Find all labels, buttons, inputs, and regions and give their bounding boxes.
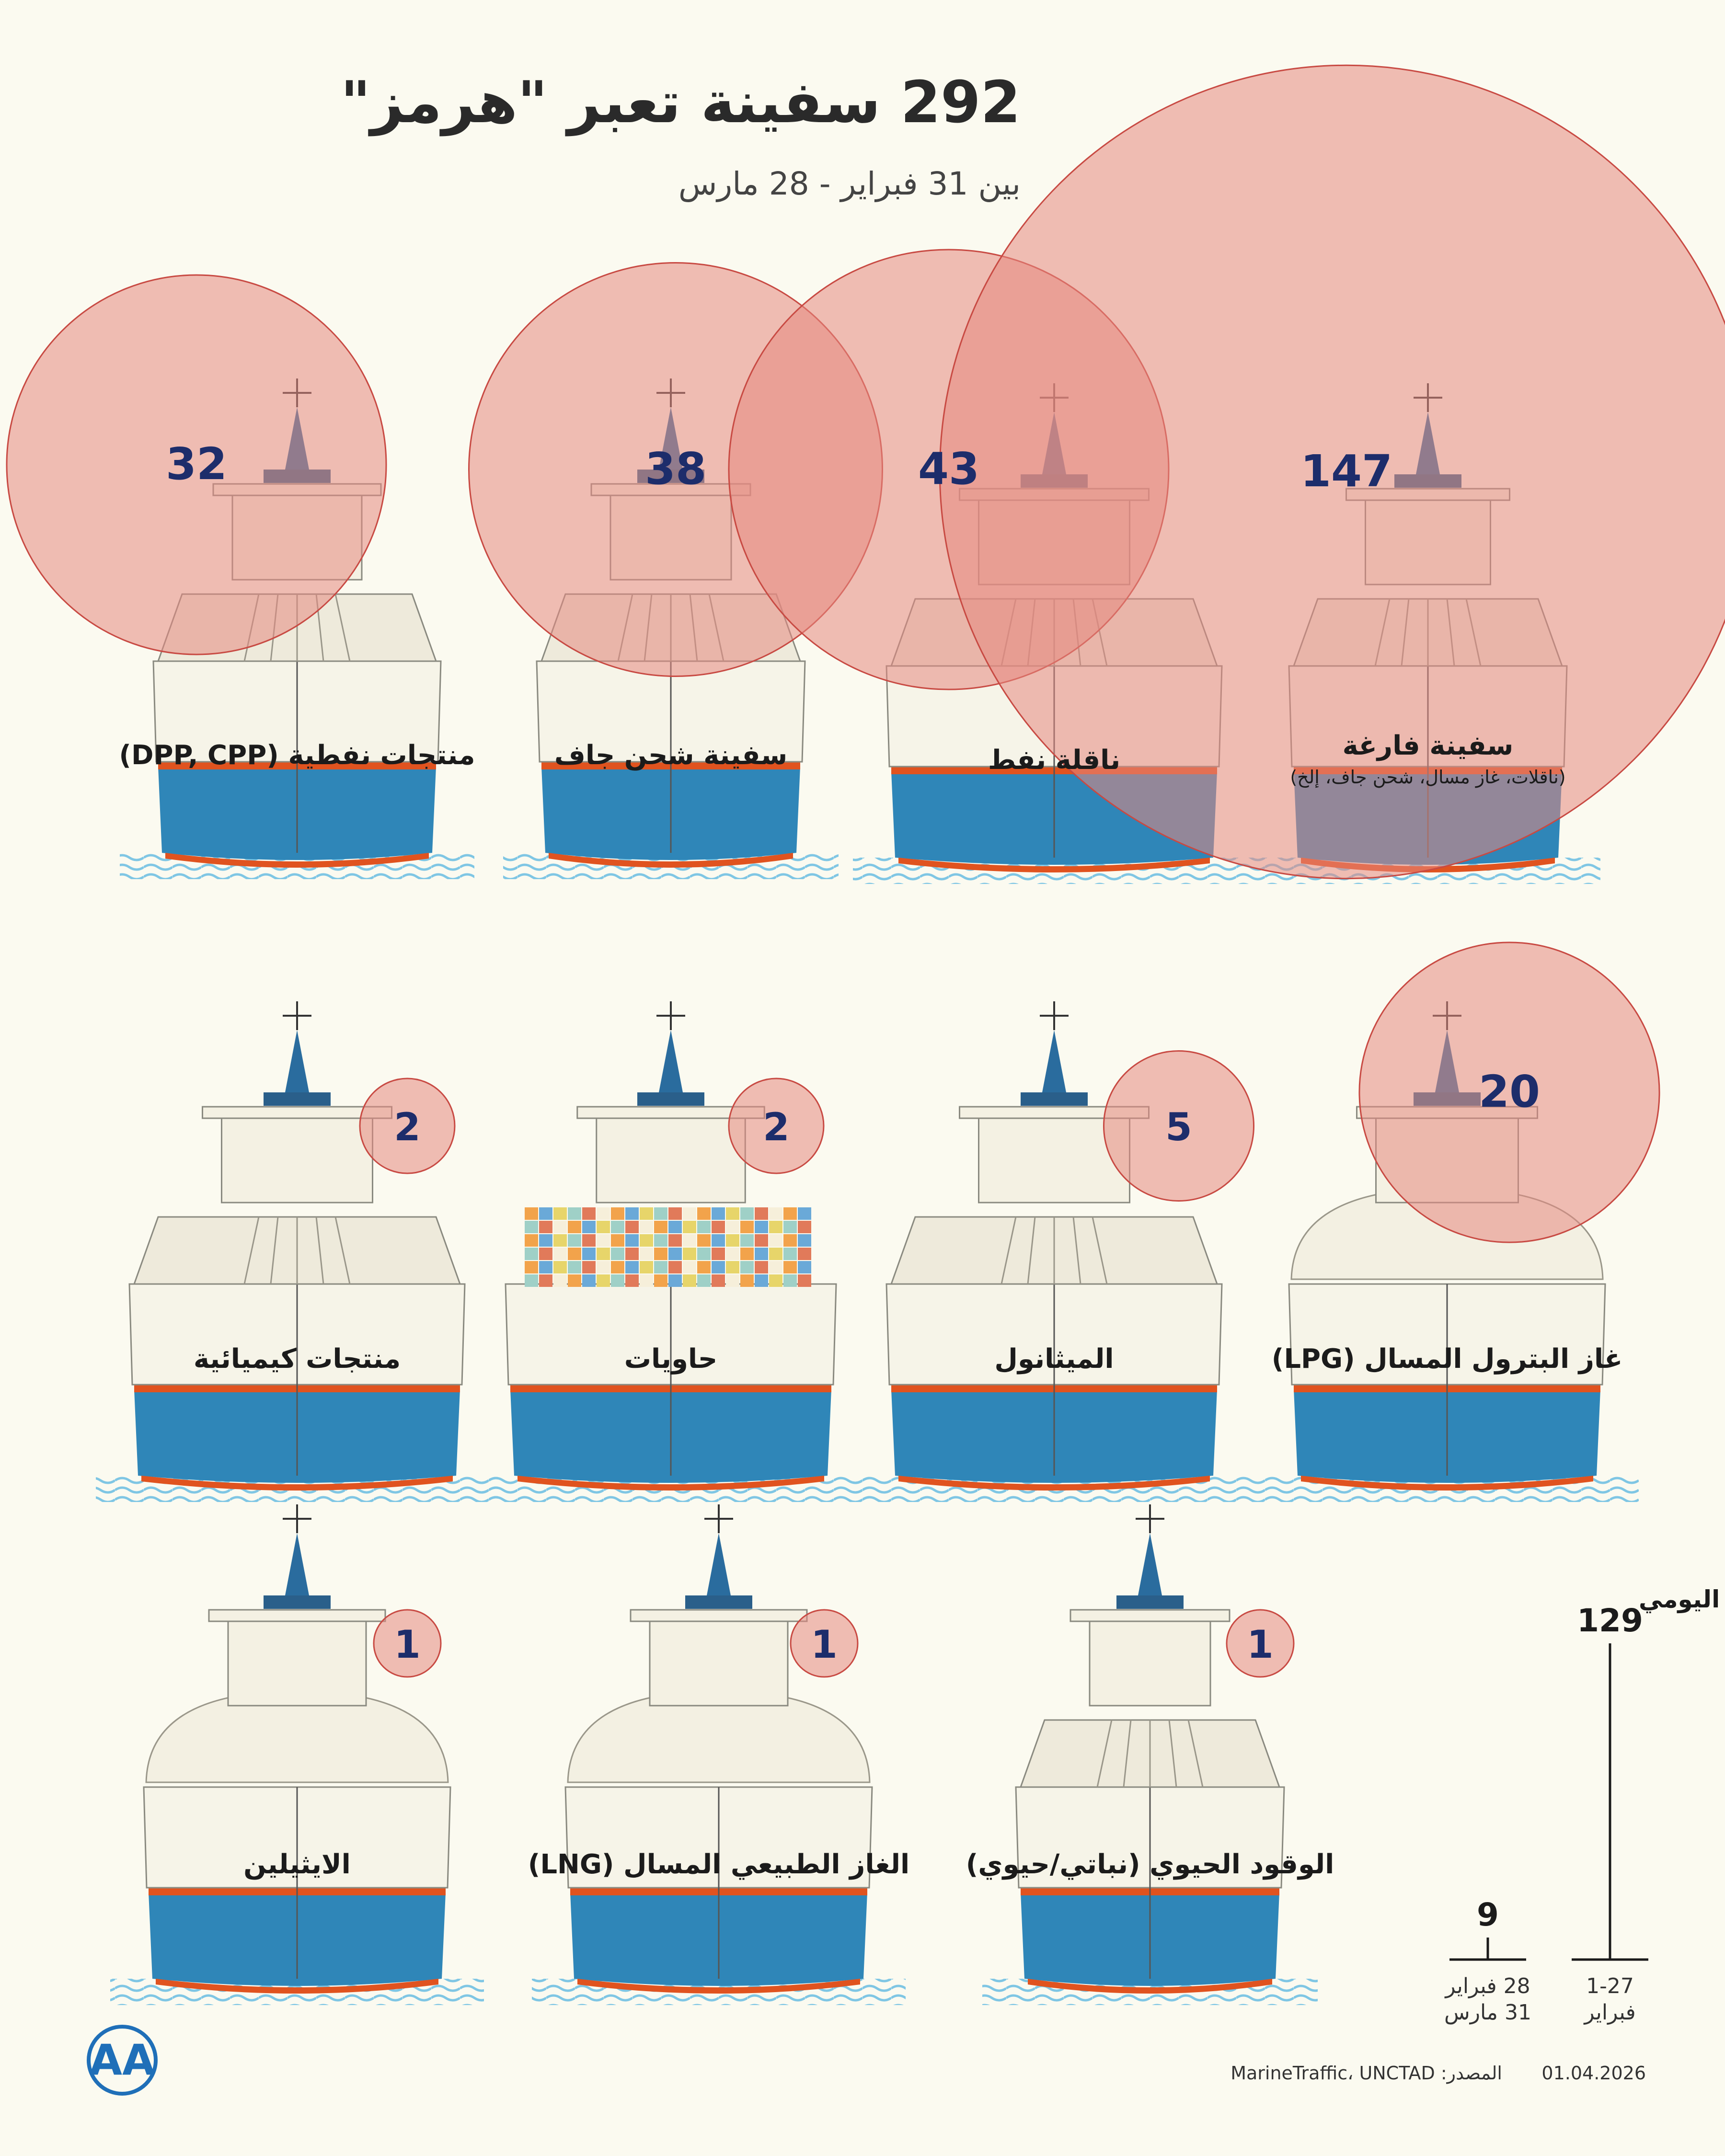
category-label: الايثيلين	[243, 1849, 351, 1880]
value-bubble	[373, 1609, 442, 1678]
hull-keel	[165, 853, 429, 868]
hull-keel	[577, 1979, 860, 1994]
superstructure	[221, 1111, 373, 1204]
superstructure	[596, 1111, 746, 1204]
value-label: 1	[1247, 1622, 1274, 1667]
value-label: 38	[645, 443, 706, 494]
hull-keel	[156, 1979, 438, 1994]
value-bubble	[728, 1078, 825, 1174]
category-label: منتجات نفطية (DPP, CPP)	[119, 740, 475, 771]
category-label: حاويات	[624, 1343, 718, 1375]
ship-illustration	[853, 1001, 1255, 1502]
source-label: المصدر: MarineTraffic، UNCTAD	[1230, 2063, 1502, 2084]
superstructure	[649, 1614, 789, 1707]
value-label: 2	[763, 1105, 790, 1149]
category-label: سفينة فارغة	[1343, 730, 1514, 761]
category-label: الميثانول	[994, 1343, 1114, 1375]
value-label: 5	[1165, 1105, 1192, 1149]
aa-logo: AA	[87, 2025, 158, 2096]
mast	[1042, 1030, 1066, 1092]
mast	[659, 1030, 683, 1092]
value-label: 2	[394, 1105, 421, 1149]
hull-keel	[1301, 1476, 1593, 1491]
value-label: 32	[166, 438, 227, 490]
daily-average-period: 31 مارس	[1444, 2000, 1531, 2025]
hull-keel	[1028, 1979, 1272, 1994]
daily-average-title: المتوسط اليومي	[1639, 1585, 1725, 1614]
hull-keel	[898, 1476, 1210, 1491]
ship-illustration	[472, 1001, 870, 1502]
date-label: 01.04.2026	[1541, 2063, 1646, 2084]
aa-logo-text: AA	[90, 2035, 155, 2085]
ship-illustration	[982, 1504, 1318, 2005]
page-title: 292 سفينة تعبر "هرمز"	[340, 69, 1021, 136]
daily-average-value: 9	[1477, 1896, 1499, 1933]
value-bubble	[939, 65, 1725, 879]
mast	[1138, 1533, 1162, 1595]
mast	[285, 1030, 309, 1092]
value-bubble	[6, 274, 387, 655]
value-label: 1	[811, 1622, 838, 1667]
ship-illustration	[110, 1504, 484, 2005]
daily-average-period: فبراير	[1583, 2000, 1635, 2025]
value-bubble	[359, 1078, 456, 1174]
mast	[285, 1533, 309, 1595]
mast	[707, 1533, 731, 1595]
value-label: 20	[1479, 1066, 1540, 1117]
category-sublabel: (ناقلات، غاز مسال، شحن جاف، إلخ)	[1290, 767, 1565, 788]
hull-keel	[549, 853, 793, 868]
category-label: ناقلة نفط	[988, 745, 1120, 776]
page-subtitle: بين 31 فبراير - 28 مارس	[678, 165, 1021, 202]
value-bubble	[790, 1609, 859, 1678]
value-bubble	[1358, 941, 1660, 1243]
superstructure	[227, 1614, 367, 1707]
category-label: الغاز الطبيعي المسال (LNG)	[528, 1849, 909, 1880]
category-label: الوقود الحيوي (نباتي/حيوي)	[966, 1849, 1334, 1880]
category-label: منتجات كيميائية	[194, 1343, 401, 1375]
ship-illustration	[96, 1001, 498, 1502]
value-bubble	[1103, 1050, 1255, 1202]
hull-keel	[141, 1476, 453, 1491]
category-label: غاز البترول المسال (LPG)	[1272, 1343, 1622, 1375]
hull-keel	[518, 1476, 824, 1491]
hull-keel	[898, 858, 1210, 872]
daily-average-period: 28 فبراير	[1444, 1974, 1530, 1998]
value-label: 147	[1300, 446, 1392, 497]
value-label: 43	[918, 443, 979, 494]
value-label: 1	[394, 1622, 421, 1667]
daily-average-value: 129	[1577, 1602, 1643, 1639]
ship-illustration	[532, 1504, 906, 2005]
daily-average-period: 1-27	[1586, 1974, 1634, 1998]
category-label: سفينة شحن جاف	[554, 740, 787, 771]
superstructure	[1089, 1614, 1211, 1707]
value-bubble	[1226, 1609, 1295, 1678]
